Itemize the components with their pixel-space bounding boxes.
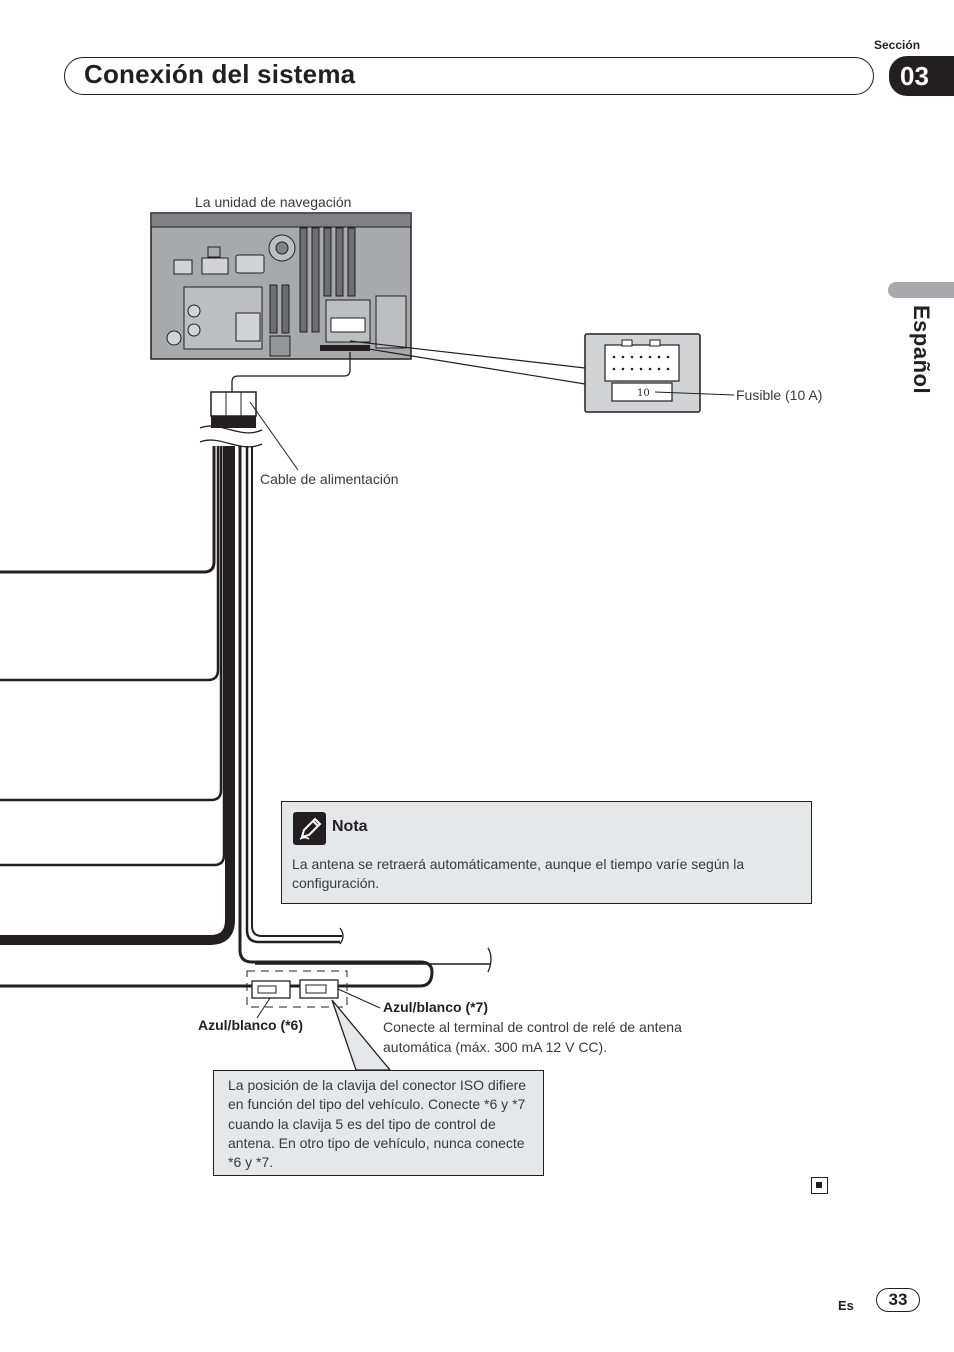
blue-white-6-label: Azul/blanco (*6) [198, 1017, 304, 1033]
callout-text: La posición de la clavija del conector I… [228, 1077, 527, 1171]
title-bar [64, 57, 874, 95]
note-text: La antena se retraerá automáticamente, a… [292, 856, 745, 891]
blue-white-7-description: Conecte al terminal de control de relé d… [383, 1019, 682, 1055]
pencil-note-icon [293, 812, 326, 845]
iso-connectors [246, 970, 381, 1019]
power-cable-label: Cable de alimentación [260, 471, 399, 487]
note-box [281, 801, 812, 904]
navigation-unit-illustration [150, 212, 412, 360]
section-number-badge: 03 [889, 56, 954, 96]
language-tab-label: Español [909, 305, 934, 395]
note-title: Nota [332, 818, 368, 835]
blue-white-7-label: Azul/blanco (*7) [383, 999, 489, 1015]
section-label: Sección [874, 38, 921, 52]
page-number: 33 [876, 1288, 920, 1312]
language-code: Es [838, 1298, 854, 1313]
fuse-value: 10 [637, 388, 650, 399]
page-title: Conexión del sistema [84, 59, 356, 89]
power-cable-plug [210, 391, 257, 428]
callout-box [213, 1070, 544, 1176]
end-of-section-icon [811, 1177, 828, 1194]
wire-bundle [0, 446, 492, 988]
nav-unit-label: La unidad de navegación [195, 194, 351, 210]
fuse-label: Fusible (10 A) [736, 387, 822, 403]
fuse-connector-detail [584, 333, 735, 413]
language-tab-marker [888, 282, 954, 298]
